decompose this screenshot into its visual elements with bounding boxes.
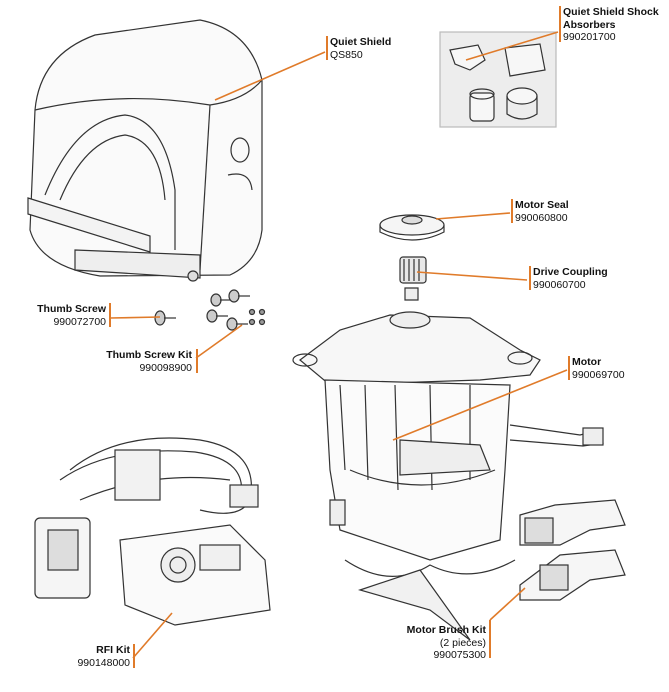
callout-title: Thumb Screw bbox=[37, 303, 106, 315]
callout-thumb-screw-kit: Thumb Screw Kit 990098900 bbox=[96, 349, 192, 374]
quiet-shield-illustration bbox=[27, 19, 263, 282]
callout-part-number: 990072700 bbox=[53, 315, 106, 328]
callout-part-number: 990201700 bbox=[563, 31, 616, 43]
motor-seal-illustration bbox=[379, 214, 445, 241]
callout-motor-brush-kit: Motor Brush Kit (2 pieces) 990075300 bbox=[396, 624, 486, 662]
callout-bar bbox=[489, 620, 491, 658]
leader-lines bbox=[109, 31, 568, 659]
callout-thumb-screw: Thumb Screw 990072700 bbox=[26, 303, 106, 328]
callout-title: Motor bbox=[572, 356, 602, 368]
callout-drive-coupling: Drive Coupling 990060700 bbox=[533, 266, 608, 291]
motor-brush-kit-illustration bbox=[519, 499, 626, 601]
callout-title: Motor Seal bbox=[515, 199, 569, 211]
callout-bar bbox=[133, 644, 135, 668]
callout-title: Drive Coupling bbox=[533, 266, 608, 278]
callout-title-line2: Absorbers bbox=[563, 18, 616, 31]
callout-part-number: 990060800 bbox=[515, 211, 568, 224]
drive-coupling-illustration bbox=[399, 256, 427, 284]
callout-title: Thumb Screw Kit bbox=[106, 349, 192, 361]
callout-part-number: 990060700 bbox=[533, 278, 586, 291]
callout-shock-absorbers: Quiet Shield Shock Absorbers 990201700 bbox=[563, 6, 659, 44]
callout-title-line1: Quiet Shield Shock bbox=[563, 6, 659, 18]
motor-illustration bbox=[292, 287, 604, 641]
callout-bar bbox=[109, 303, 111, 327]
callout-bar bbox=[196, 349, 198, 373]
callout-motor: Motor 990069700 bbox=[572, 356, 625, 381]
callout-part-number: 990098900 bbox=[139, 361, 192, 374]
callout-title: Quiet Shield bbox=[330, 36, 392, 48]
callout-part-number: 990148000 bbox=[77, 656, 130, 669]
callout-title: Motor Brush Kit bbox=[406, 624, 486, 636]
callout-subtitle: (2 pieces) bbox=[439, 636, 486, 649]
callout-part-number: QS850 bbox=[330, 48, 363, 61]
callout-bar bbox=[511, 199, 513, 223]
rfi-kit-illustration bbox=[34, 437, 271, 626]
callout-bar bbox=[529, 266, 531, 290]
callout-bar bbox=[568, 356, 570, 380]
shock-absorbers-illustration bbox=[439, 31, 557, 128]
callout-motor-seal: Motor Seal 990060800 bbox=[515, 199, 569, 224]
callout-bar bbox=[326, 36, 328, 60]
callout-bar bbox=[559, 6, 561, 42]
thumb-screw-kit-illustration bbox=[206, 289, 266, 331]
callout-part-number: 990069700 bbox=[572, 368, 625, 381]
callout-part-number: 990075300 bbox=[433, 649, 486, 661]
callout-rfi-kit: RFI Kit 990148000 bbox=[50, 644, 130, 669]
callout-title: RFI Kit bbox=[96, 644, 130, 656]
callout-quiet-shield: Quiet Shield QS850 bbox=[330, 36, 391, 61]
thumb-screw-illustration bbox=[154, 310, 176, 326]
